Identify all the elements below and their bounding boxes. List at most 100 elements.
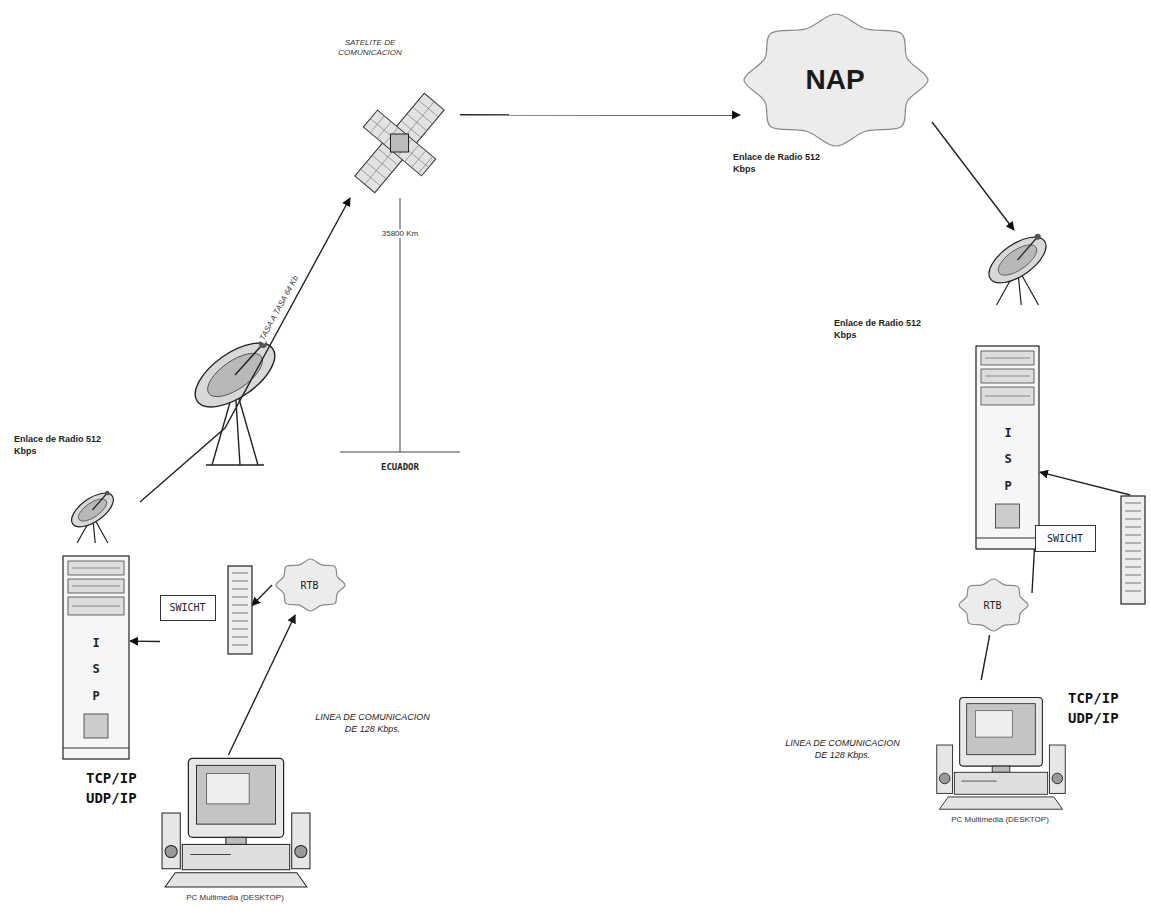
- label-anchor: 35800 Km: [370, 222, 430, 240]
- label-anchor: LINEA DE COMUNICACION DE 128 Kbps.: [310, 712, 435, 735]
- monitor: [188, 758, 283, 837]
- ground-dish: [185, 331, 286, 465]
- server-label: I S P: [1001, 420, 1015, 499]
- label-anchor: LINEA DE COMUNICACION DE 128 Kbps.: [780, 738, 905, 761]
- distance-label: 35800 Km: [380, 229, 420, 238]
- rack-slat: [1125, 503, 1141, 504]
- connector: [1040, 472, 1130, 495]
- radio-dish: Enlace de Radio 512 Kbps: [10, 430, 140, 550]
- rack-slat: [232, 597, 248, 598]
- rack-slat: [1125, 511, 1141, 512]
- switch-rack: [1121, 496, 1145, 604]
- case-base: [63, 748, 129, 749]
- radio-dish: Enlace de Radio 512 Kbps: [830, 230, 1060, 343]
- link-label: Enlace de Radio 512 Kbps: [834, 318, 934, 341]
- rack-slat: [232, 581, 248, 582]
- switch-label: SWICHT: [160, 602, 215, 613]
- satellite-node: SATELITE DE COMUNICACION: [335, 38, 460, 198]
- desktop-pc: PC Multimedia (DESKTOP): [935, 680, 1067, 828]
- drive-bay: [981, 351, 1034, 365]
- cloud-label: RTB: [955, 600, 1030, 611]
- connector: [932, 122, 1014, 230]
- line-label: LINEA DE COMUNICACION DE 128 Kbps.: [780, 738, 905, 761]
- connector: [460, 114, 740, 116]
- rack-slat: [1125, 567, 1141, 568]
- rack-slat: [232, 589, 248, 590]
- satellite-body: [391, 134, 409, 152]
- node-shape: [975, 345, 1040, 550]
- power-panel: [84, 714, 108, 738]
- protocol-label: UDP/IP: [1068, 710, 1143, 726]
- switch-box: SWICHT: [1035, 495, 1147, 605]
- panel-cell: [390, 135, 410, 152]
- power-panel: [996, 504, 1020, 528]
- drive-slot: [961, 781, 996, 782]
- label-anchor: TCP/IP: [86, 770, 161, 786]
- satellite-symbol: [355, 93, 444, 192]
- node-shape: [935, 680, 1067, 828]
- dish-feed: [93, 494, 107, 511]
- panel-cell: [370, 119, 428, 168]
- line-label: LINEA DE COMUNICACION DE 128 Kbps.: [310, 712, 435, 735]
- switch-label-box: [161, 596, 216, 621]
- drive-bay: [68, 597, 124, 615]
- label-anchor: ECUADOR: [355, 462, 445, 472]
- desktop-pc: PC Multimedia (DESKTOP): [160, 755, 312, 904]
- label-anchor: TCP/IP: [1068, 690, 1143, 706]
- speaker: [292, 813, 310, 869]
- rack-slat: [1125, 591, 1141, 592]
- monitor-neck: [226, 837, 246, 844]
- dish-feed: [1018, 238, 1038, 261]
- case-base: [976, 538, 1039, 539]
- switch-label-box: [1036, 526, 1096, 552]
- drive-slot: [985, 396, 1030, 397]
- switch-box: SWICHT: [160, 565, 252, 655]
- screen-window: [207, 773, 250, 803]
- drive-slot: [190, 854, 231, 855]
- pc-label: PC Multimedia (DESKTOP): [160, 893, 310, 902]
- connector: [140, 198, 350, 502]
- pc-label: PC Multimedia (DESKTOP): [935, 815, 1065, 824]
- screen-window: [975, 711, 1012, 737]
- rtb-cloud: RTB: [955, 575, 1032, 635]
- satellite-label: SATELITE DE COMUNICACION: [338, 38, 402, 58]
- pc-drawing: [937, 697, 1065, 809]
- dish-reflector: [981, 228, 1053, 292]
- rack-slat: [1125, 535, 1141, 536]
- rack-slat: [1125, 519, 1141, 520]
- switch-label: SWICHT: [1035, 533, 1095, 544]
- edge-label-anchor: TASA A TASA 64 Kb: [257, 273, 301, 344]
- isp-server: I S P: [975, 345, 1040, 550]
- monitor: [960, 697, 1043, 766]
- drive-slot: [985, 376, 1030, 377]
- label-anchor: UDP/IP: [86, 790, 161, 806]
- rack-slat: [232, 605, 248, 606]
- place-label: ECUADOR: [355, 462, 445, 472]
- drive-slot: [72, 586, 120, 587]
- node-shape: [62, 555, 130, 760]
- dish-horn: [105, 491, 109, 495]
- dish-inner: [201, 345, 269, 405]
- dish-horn: [1035, 234, 1041, 240]
- protocol-label: UDP/IP: [86, 790, 161, 806]
- rack-slat: [1125, 559, 1141, 560]
- rack-slat: [232, 629, 248, 630]
- speaker-cone: [1052, 773, 1063, 784]
- link-label: Enlace de Radio 512 Kbps: [14, 434, 114, 457]
- nap-cloud: NAP: [740, 10, 932, 150]
- speaker: [937, 745, 953, 793]
- cloud-label: NAP: [740, 64, 930, 96]
- isp-server: I S P: [62, 555, 130, 760]
- rack-slat: [232, 621, 248, 622]
- switch-rack: [228, 566, 252, 654]
- rack-slat: [232, 613, 248, 614]
- rate-label: TASA A TASA 64 Kb: [257, 273, 301, 344]
- label-anchor: UDP/IP: [1068, 710, 1143, 726]
- desktop-case: [182, 844, 289, 869]
- cloud-label: RTB: [272, 580, 347, 591]
- speaker-cone: [165, 845, 177, 857]
- connector: [981, 635, 989, 680]
- connector: [252, 585, 272, 606]
- rack-slat: [1125, 551, 1141, 552]
- ground-line: [340, 452, 460, 453]
